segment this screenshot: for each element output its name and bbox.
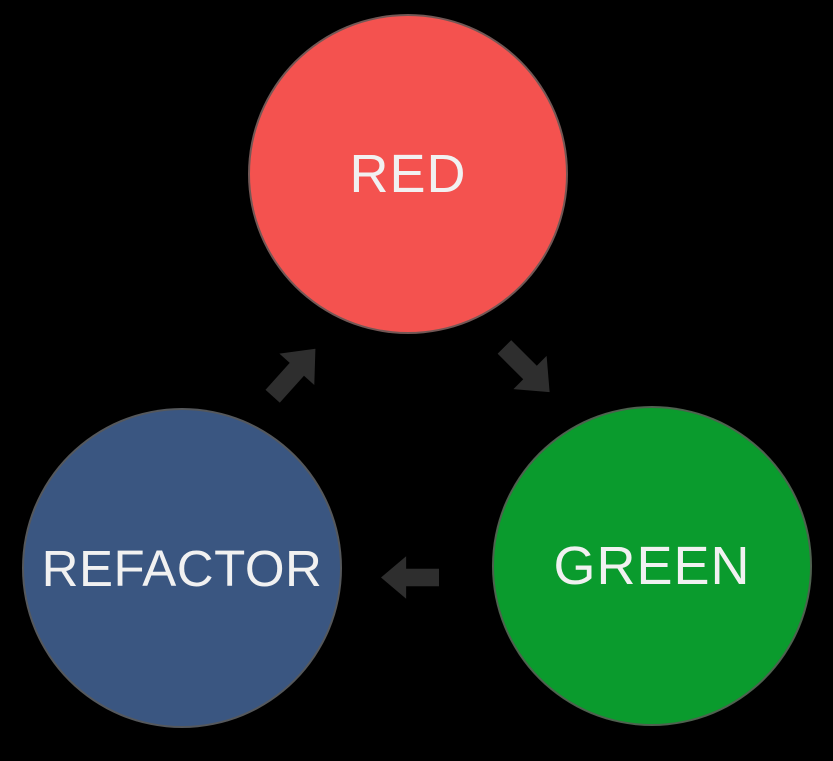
arrow-refactor-to-red: [265, 348, 316, 403]
arrow-green-to-refactor: [381, 556, 439, 599]
arrow-left-icon: [381, 556, 439, 599]
node-green-label: GREEN: [553, 536, 751, 596]
node-refactor-circle: REFACTOR: [22, 408, 342, 728]
node-refactor-label: REFACTOR: [41, 539, 323, 597]
node-red-circle: RED: [248, 14, 568, 334]
arrow-up-right-icon: [265, 348, 316, 403]
node-green-circle: GREEN: [492, 406, 812, 726]
node-red-label: RED: [349, 144, 467, 204]
arrow-down-right-icon: [497, 340, 550, 393]
arrow-red-to-green: [497, 340, 550, 393]
